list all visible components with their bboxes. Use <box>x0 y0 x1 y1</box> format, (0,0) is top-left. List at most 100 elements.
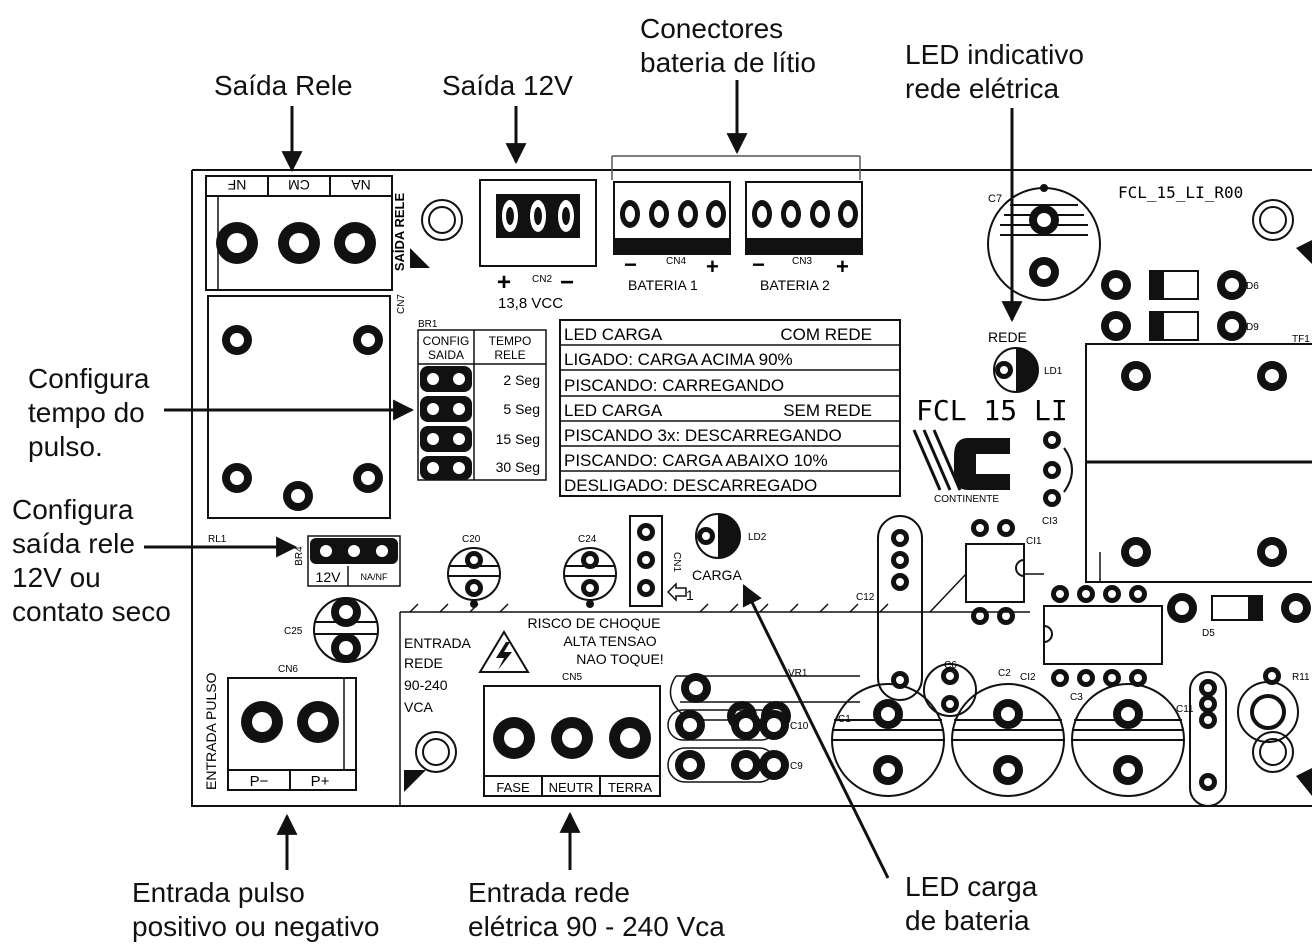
ic-ci3: CI3 <box>1042 431 1073 527</box>
cfg-header: RELE <box>494 348 525 362</box>
cn4-minus: − <box>624 252 637 277</box>
callout-line: tempo do <box>28 397 145 428</box>
connector-cn3: − CN3 + BATERIA 2 <box>745 181 863 293</box>
led-row-left: LIGADO: CARGA ACIMA 90% <box>564 350 793 369</box>
brand-logo: FCL 15 LI CONTINENTE <box>912 394 1068 505</box>
capacitor-c1: C1 <box>831 683 945 797</box>
diode-d6: D6 <box>1101 270 1259 300</box>
diode-d9: D9 <box>1101 311 1259 341</box>
br1-label: BR1 <box>418 319 438 330</box>
br1-config-table: BR1 CONFIG SAIDA TEMPO RELE 2 Seg 5 Seg … <box>417 319 547 481</box>
callout-line: elétrica 90 - 240 Vca <box>468 911 725 942</box>
relay-side-label: SAÍDA RELE <box>392 193 407 272</box>
callout-line: Entrada pulso <box>132 877 305 908</box>
cn5-label: CN5 <box>562 672 582 683</box>
c1-label: C1 <box>838 714 851 725</box>
capacitor-c25: C25 <box>284 597 379 663</box>
bateria-2-label: BATERIA 2 <box>760 277 830 293</box>
relay-term-cm: CM <box>288 177 310 193</box>
relay-rl1: RL1 <box>207 295 391 545</box>
cfg-header: CONFIG <box>423 334 470 348</box>
tempo-opt: 2 Seg <box>503 372 540 388</box>
c6-label: C6 <box>944 660 957 671</box>
callout-line: Conectores <box>640 13 784 44</box>
cn4-label: CN4 <box>666 256 686 267</box>
cn2-label: CN2 <box>532 274 552 285</box>
vr1-label: VR1 <box>788 668 808 679</box>
callout-line: contato seco <box>12 596 171 627</box>
mains-term-terra: TERRA <box>608 780 652 795</box>
callout-entrada-rede: Entrada rede elétrica 90 - 240 Vca <box>468 876 725 944</box>
rl1-label: RL1 <box>208 534 227 545</box>
cn4-plus: + <box>706 254 719 279</box>
callout-conectores-bateria: Conectores bateria de lítio <box>640 12 816 80</box>
r11-label: R11 <box>1292 672 1310 683</box>
connector-cn5: FASE NEUTR TERRA <box>483 685 661 797</box>
led-row-right: COM REDE <box>780 325 872 344</box>
mains-in-label: 90-240 <box>404 677 448 693</box>
diode-d5: D5 <box>1167 593 1311 639</box>
led-ld2: LD2 CARGA <box>692 513 767 583</box>
mains-in-label: REDE <box>404 655 443 671</box>
led-row-left: LED CARGA <box>564 325 663 344</box>
mount-hole <box>421 199 463 241</box>
mount-hole <box>1252 731 1294 773</box>
capacitor-c10: C10 <box>667 709 809 741</box>
callout-saida-rele: Saída Rele <box>214 70 353 101</box>
br4-jumper: BR4 12V NA/NF <box>294 535 401 587</box>
ld1-label: LD1 <box>1044 366 1063 377</box>
c2-label: C2 <box>998 668 1011 679</box>
d9-label: D9 <box>1246 322 1259 333</box>
transformer-tf1: TF1 <box>1085 334 1312 583</box>
br4-opt-nanf: NA/NF <box>361 572 389 582</box>
callout-line: positivo ou negativo <box>132 911 380 942</box>
cn2-voltage: 13,8 VCC <box>498 295 563 312</box>
mains-term-fase: FASE <box>496 780 530 795</box>
callout-saida-12v: Saída 12V <box>442 70 573 101</box>
callout-line: LED indicativo <box>905 39 1084 70</box>
c24-label: C24 <box>578 534 597 545</box>
c12-label: C12 <box>856 592 875 603</box>
capacitor-c2: C2 <box>951 668 1065 797</box>
capacitor-c3: C3 <box>1070 683 1185 797</box>
warning-text: RISCO DE CHOQUE <box>527 615 660 631</box>
mains-in-label: ENTRADA <box>404 635 472 651</box>
d6-label: D6 <box>1246 281 1259 292</box>
callout-line: Configura <box>28 363 150 394</box>
connector-cn6: ENTRADA PULSO CN6 P− P+ <box>203 664 357 791</box>
mount-hole <box>1252 199 1294 241</box>
callout-line: bateria de lítio <box>640 47 816 78</box>
c10-label: C10 <box>790 721 809 732</box>
resistor-r11: R11 <box>1237 667 1310 743</box>
d5-label: D5 <box>1202 628 1215 639</box>
c7-label: C7 <box>988 193 1002 205</box>
ci1-label: CI1 <box>1026 536 1042 547</box>
warning-text: ALTA TENSAO <box>563 633 656 649</box>
led-row-left: DESLIGADO: DESCARREGADO <box>564 476 817 495</box>
brand-title: FCL 15 LI <box>916 394 1068 427</box>
ic-ci1: CI1 <box>965 519 1042 625</box>
callout-line: rede elétrica <box>905 73 1060 104</box>
led-row-left: PISCANDO: CARREGANDO <box>564 376 784 395</box>
capacitor-c11: C11 <box>1176 671 1227 807</box>
rede-label: REDE <box>988 329 1027 345</box>
c9-label: C9 <box>790 761 803 772</box>
cn1-pin: 1 <box>686 587 694 603</box>
ic-ci2: CI2 <box>1020 585 1163 687</box>
cn3-label: CN3 <box>792 256 812 267</box>
led-row-left: PISCANDO 3x: DESCARREGANDO <box>564 426 842 445</box>
callout-line: Entrada rede <box>468 877 630 908</box>
callout-line: saída rele <box>12 528 135 559</box>
callout-line: pulso. <box>28 431 103 462</box>
pulse-term-pneg: P− <box>250 773 269 790</box>
connector-cn4: − CN4 + BATERIA 1 <box>613 181 731 293</box>
led-ld1: REDE LD1 <box>988 329 1063 393</box>
callout-entrada-pulso: Entrada pulso positivo ou negativo <box>132 876 380 944</box>
tempo-opt: 15 Seg <box>496 431 540 447</box>
callout-led-carga: LED carga de bateria <box>905 870 1037 938</box>
cn7-label: CN7 <box>396 294 407 314</box>
callout-line: de bateria <box>905 905 1030 936</box>
connector-cn1: CN1 1 <box>629 515 694 607</box>
callout-config-saida: Configura saída rele 12V ou contato seco <box>12 493 171 629</box>
capacitor-c12: C12 <box>856 515 923 701</box>
